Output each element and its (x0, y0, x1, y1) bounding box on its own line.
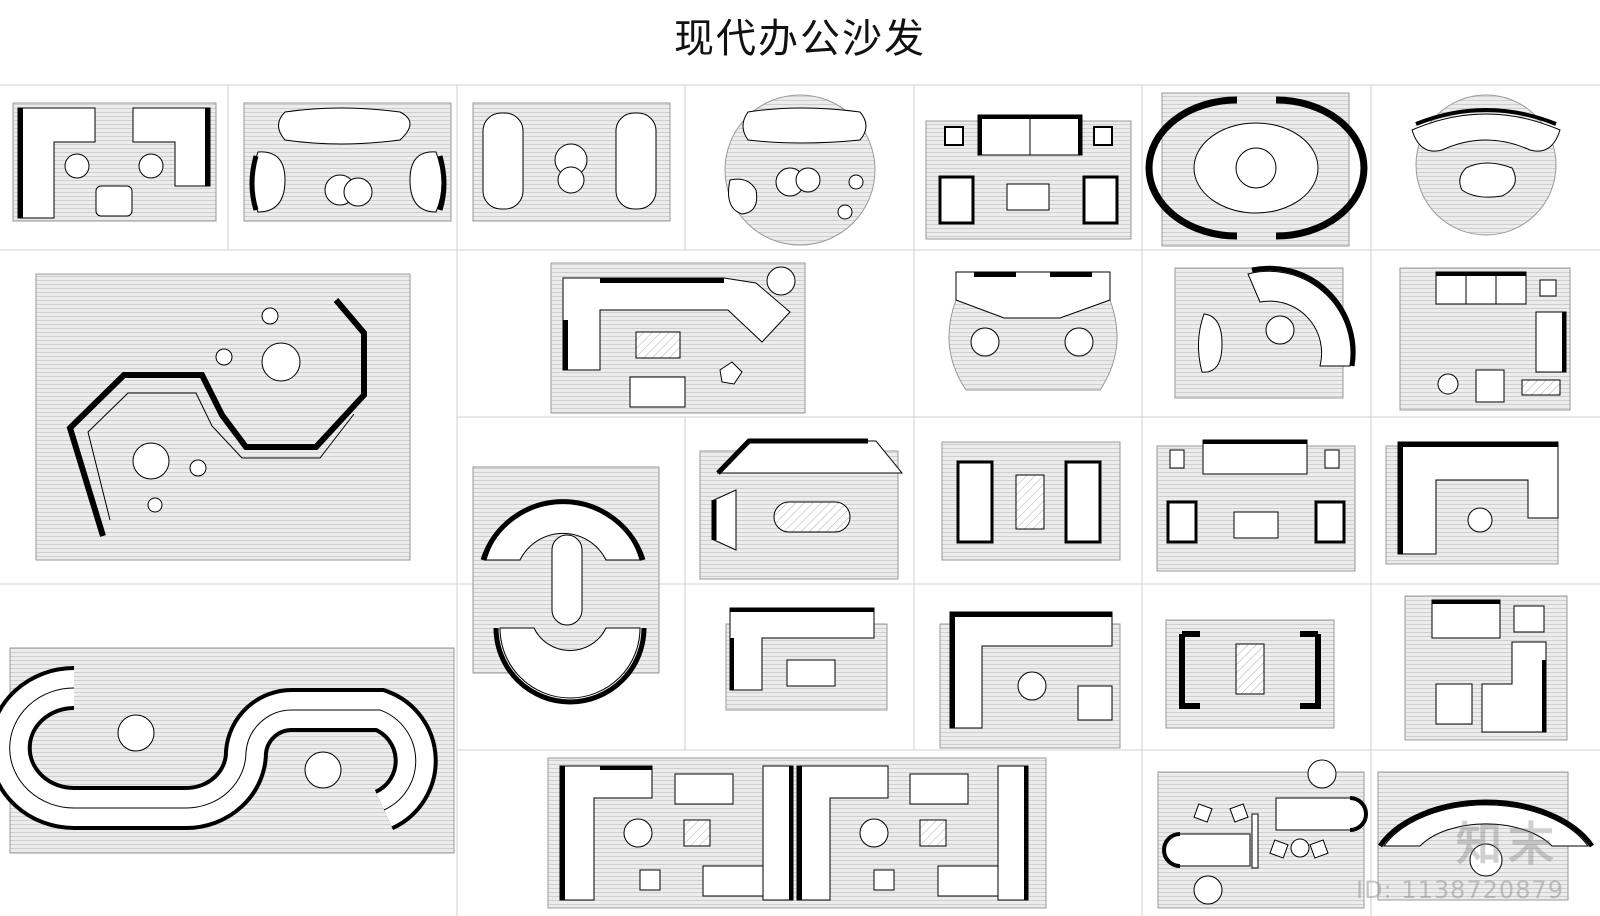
layout-09 (550, 262, 806, 414)
layout-23 (547, 757, 1047, 909)
layout-08 (35, 273, 411, 561)
layout-24 (1157, 759, 1368, 909)
layout-04 (724, 94, 876, 246)
layout-02 (243, 102, 452, 222)
layout-14 (699, 438, 904, 580)
layout-10 (948, 271, 1118, 391)
layout-05 (925, 114, 1132, 240)
sheet-grid (0, 84, 1600, 916)
layout-11 (1174, 265, 1356, 399)
layout-20 (939, 611, 1121, 749)
layout-12 (1399, 267, 1571, 411)
watermark-id: ID: 1138720879 (1356, 876, 1564, 904)
layout-13 (472, 466, 660, 705)
layout-15 (941, 441, 1121, 561)
layout-17 (1385, 441, 1559, 565)
page-title: 现代办公沙发 (674, 16, 926, 62)
layout-25 (1377, 771, 1595, 901)
layout-06 (1145, 92, 1368, 247)
layout-01 (12, 102, 217, 222)
layout-22 (1404, 595, 1568, 741)
layout-16 (1156, 439, 1356, 572)
watermark-logo: 知末 (1456, 817, 1560, 871)
layout-19 (725, 607, 888, 711)
layout-07 (1411, 94, 1561, 236)
layout-03 (472, 102, 671, 222)
layout-21 (1165, 619, 1335, 729)
layout-18 (0, 647, 455, 854)
